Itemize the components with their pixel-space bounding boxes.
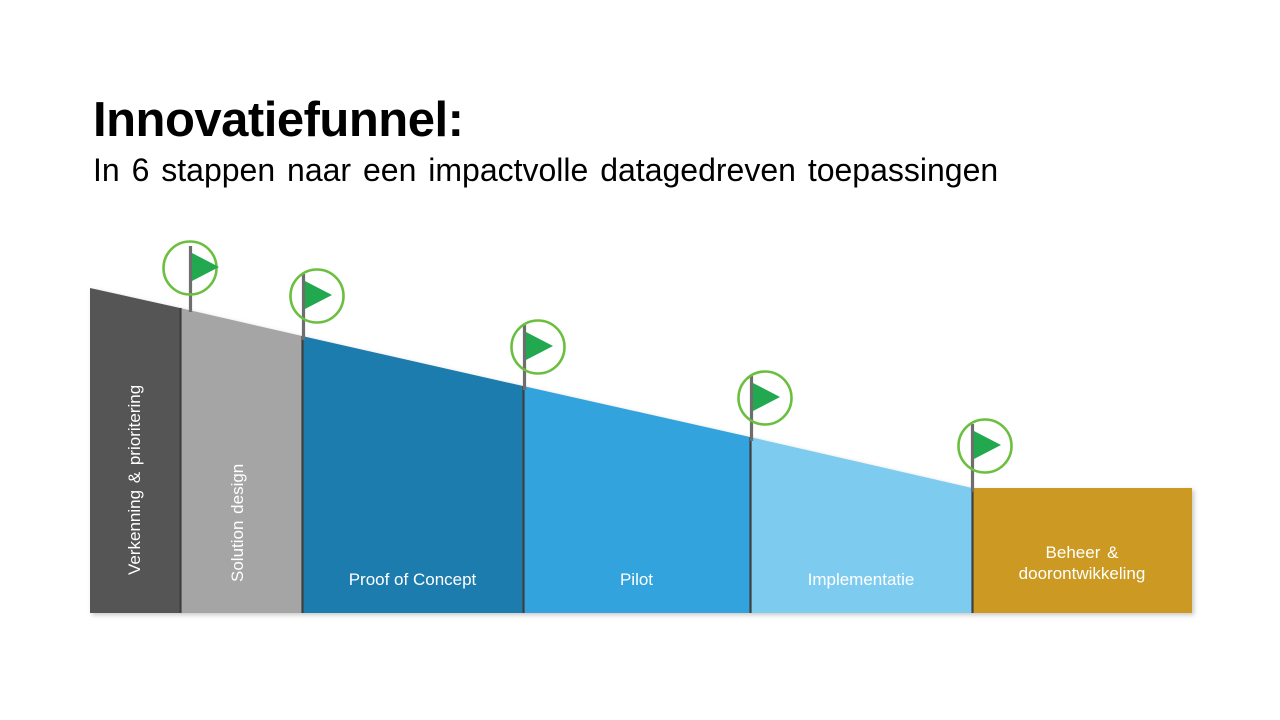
green-flag-icon[interactable] — [162, 240, 220, 313]
page-title: Innovatiefunnel: — [93, 93, 464, 147]
green-flag-icon[interactable] — [957, 418, 1013, 493]
funnel-stage-2-shape[interactable] — [180, 308, 302, 613]
green-flag-icon[interactable] — [510, 319, 566, 391]
funnel-stage-5-shape[interactable] — [750, 437, 972, 613]
title-block: Innovatiefunnel: In 6 stappen naar een i… — [93, 92, 1193, 190]
funnel-stage-1-shape[interactable] — [90, 288, 180, 613]
funnel-stage-6-shape[interactable] — [972, 488, 1192, 613]
green-flag-icon[interactable] — [289, 268, 345, 341]
page-subtitle: In 6 stappen naar een impactvolle datage… — [93, 152, 999, 188]
funnel-stage-3-shape[interactable] — [302, 336, 523, 613]
funnel-stage-4-shape[interactable] — [523, 386, 750, 613]
green-flag-icon[interactable] — [737, 370, 793, 442]
